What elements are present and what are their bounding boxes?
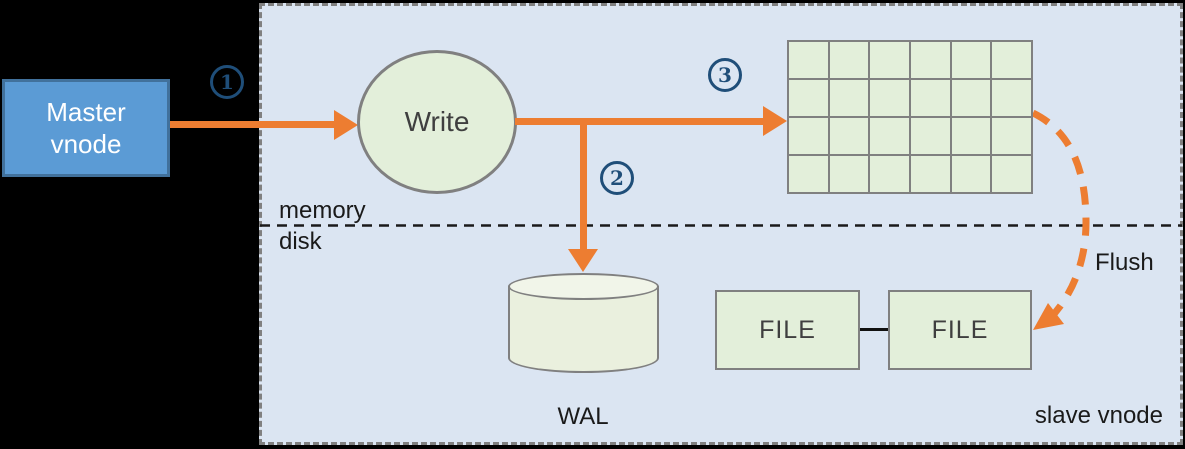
- file-connector-line: [860, 328, 888, 331]
- file-left-label: FILE: [759, 315, 816, 344]
- step3-number: 3: [718, 63, 732, 87]
- step1-badge: 1: [210, 65, 244, 99]
- flush-label: Flush: [1095, 249, 1154, 276]
- grid-cell: [870, 80, 909, 116]
- grid-cell: [911, 80, 950, 116]
- grid-cell: [870, 156, 909, 192]
- grid-cell: [951, 42, 991, 78]
- grid-cell: [951, 118, 991, 154]
- grid-cell: [911, 118, 950, 154]
- grid-cell: [829, 80, 869, 116]
- step1-number: 1: [220, 70, 234, 94]
- grid-cell: [992, 118, 1031, 154]
- file-box-right: FILE: [888, 290, 1032, 370]
- file-box-left: FILE: [715, 290, 860, 370]
- grid-cell: [870, 118, 909, 154]
- step2-arrow-line: [579, 117, 587, 250]
- grid-cell: [829, 118, 869, 154]
- step1-arrowhead-icon: [334, 109, 358, 140]
- write-label: Write: [404, 106, 470, 137]
- grid-cell: [789, 42, 828, 78]
- grid-cell: [911, 156, 950, 192]
- grid-cell: [951, 156, 991, 192]
- grid-cell: [829, 42, 869, 78]
- step3-arrowhead-icon: [763, 106, 787, 136]
- step3-arrow-line: [515, 117, 765, 125]
- step2-arrowhead-icon: [568, 249, 598, 272]
- grid-cell: [992, 42, 1031, 78]
- memory-label: memory: [279, 197, 366, 224]
- grid-cell: [992, 80, 1031, 116]
- wal-label: WAL: [557, 403, 609, 430]
- grid-cell: [829, 156, 869, 192]
- wal-cylinder: [508, 273, 659, 373]
- master-vnode-box: Master vnode: [2, 79, 170, 177]
- write-node: Write: [357, 50, 517, 194]
- step3-badge: 3: [708, 58, 742, 92]
- memory-table-grid: [787, 40, 1033, 194]
- step2-number: 2: [610, 166, 624, 190]
- grid-cell: [992, 156, 1031, 192]
- grid-cell: [789, 156, 828, 192]
- grid-cell: [789, 80, 828, 116]
- slave-vnode-label: slave vnode: [1034, 402, 1163, 429]
- master-vnode-label: Master vnode: [46, 96, 126, 160]
- file-right-label: FILE: [931, 315, 989, 344]
- grid-cell: [870, 42, 909, 78]
- step2-badge: 2: [600, 161, 634, 195]
- disk-label: disk: [279, 228, 322, 255]
- grid-cell: [911, 42, 950, 78]
- grid-cell: [789, 118, 828, 154]
- wal-cylinder-body: [508, 286, 659, 373]
- wal-cylinder-top: [508, 273, 659, 300]
- grid-cell: [951, 80, 991, 116]
- step1-arrow-line: [170, 121, 336, 128]
